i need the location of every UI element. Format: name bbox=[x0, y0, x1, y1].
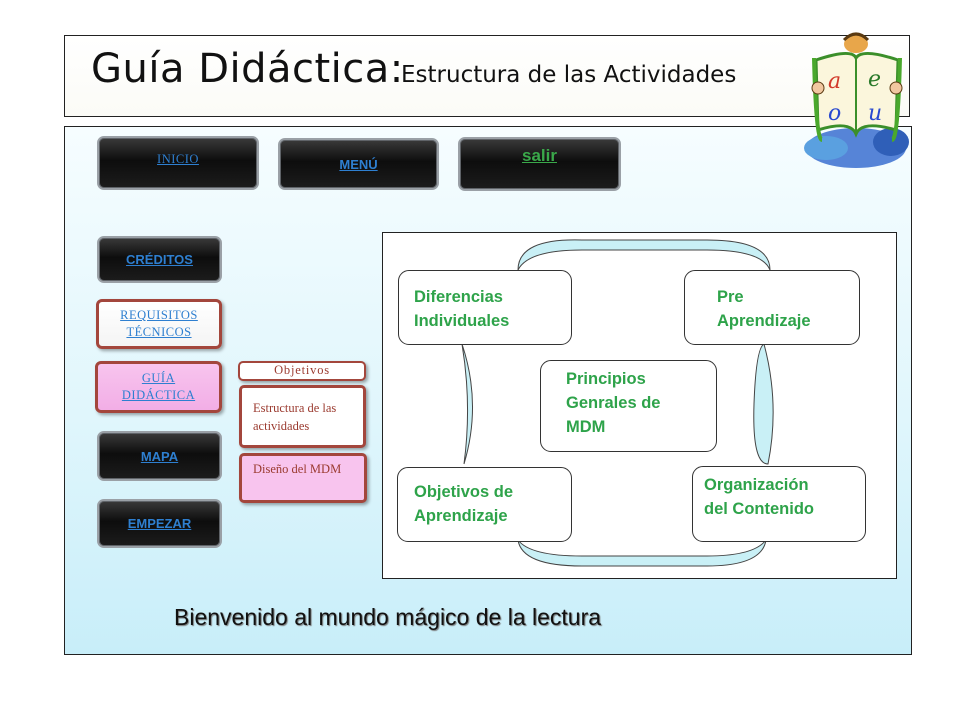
inicio-button[interactable]: INICIO bbox=[97, 136, 259, 190]
submenu-estructura-actividades[interactable]: Estructura de las actividades bbox=[239, 385, 366, 448]
empezar-button[interactable]: EMPEZAR bbox=[97, 499, 222, 548]
submenu-objetivos-label: Objetivos bbox=[274, 363, 330, 377]
empezar-button-label: EMPEZAR bbox=[127, 516, 192, 531]
logo-letter-o: o bbox=[828, 101, 841, 126]
submenu-objetivos[interactable]: Objetivos bbox=[238, 361, 366, 381]
logo-letter-a: a bbox=[828, 69, 841, 94]
salir-button[interactable]: salir bbox=[458, 137, 621, 191]
diagram-box-objetivos: Objetivos de Aprendizaje bbox=[397, 467, 572, 542]
diagram-connectors bbox=[461, 239, 774, 567]
submenu-diseno-mdm[interactable]: Diseño del MDM bbox=[239, 453, 367, 503]
requisitos-tecnicos-button[interactable]: REQUISITOS TÉCNICOS bbox=[96, 299, 222, 349]
logo-letter-u: u bbox=[868, 101, 882, 126]
requisitos-tecnicos-button-label: REQUISITOS TÉCNICOS bbox=[120, 308, 198, 339]
menu-button-label: MENÚ bbox=[339, 156, 378, 172]
page-subtitle: Estructura de las Actividades bbox=[401, 62, 737, 88]
guia-didactica-button[interactable]: GUÍA DIDÁCTICA bbox=[95, 361, 222, 413]
page-title: Guía Didáctica: bbox=[91, 46, 404, 92]
welcome-message: Bienvenido al mundo mágico de la lectura bbox=[174, 604, 602, 630]
logo-letter-e: e bbox=[868, 67, 881, 92]
salir-button-label: salir bbox=[522, 146, 557, 165]
left-arc-connector bbox=[461, 343, 473, 465]
book-reading-character-icon: a e o u bbox=[804, 32, 909, 168]
diagram-box-diferencias: Diferencias Individuales bbox=[398, 270, 572, 345]
mapa-button-label: MAPA bbox=[140, 448, 179, 464]
diagram-box-organizacion: Organización del Contenido bbox=[692, 466, 866, 542]
submenu-diseno-label: Diseño del MDM bbox=[253, 462, 342, 476]
submenu-estructura-label: Estructura de las actividades bbox=[253, 401, 337, 433]
creditos-button[interactable]: CRÉDITOS bbox=[97, 236, 222, 283]
inicio-button-label: INICIO bbox=[157, 151, 199, 166]
header-banner: Guía Didáctica: Estructura de las Activi… bbox=[64, 35, 910, 117]
bottom-arc-connector bbox=[517, 539, 767, 567]
creditos-button-label: CRÉDITOS bbox=[126, 252, 193, 267]
right-arc-connector bbox=[753, 343, 774, 465]
guia-didactica-button-label: GUÍA DIDÁCTICA bbox=[121, 371, 196, 402]
diagram-box-pre-aprendizaje: Pre Aprendizaje bbox=[684, 270, 860, 345]
diagram-box-principios: Principios Genrales de MDM bbox=[540, 360, 717, 452]
top-arc-connector bbox=[517, 239, 771, 271]
mapa-button[interactable]: MAPA bbox=[97, 431, 222, 481]
menu-button[interactable]: MENÚ bbox=[278, 138, 439, 190]
